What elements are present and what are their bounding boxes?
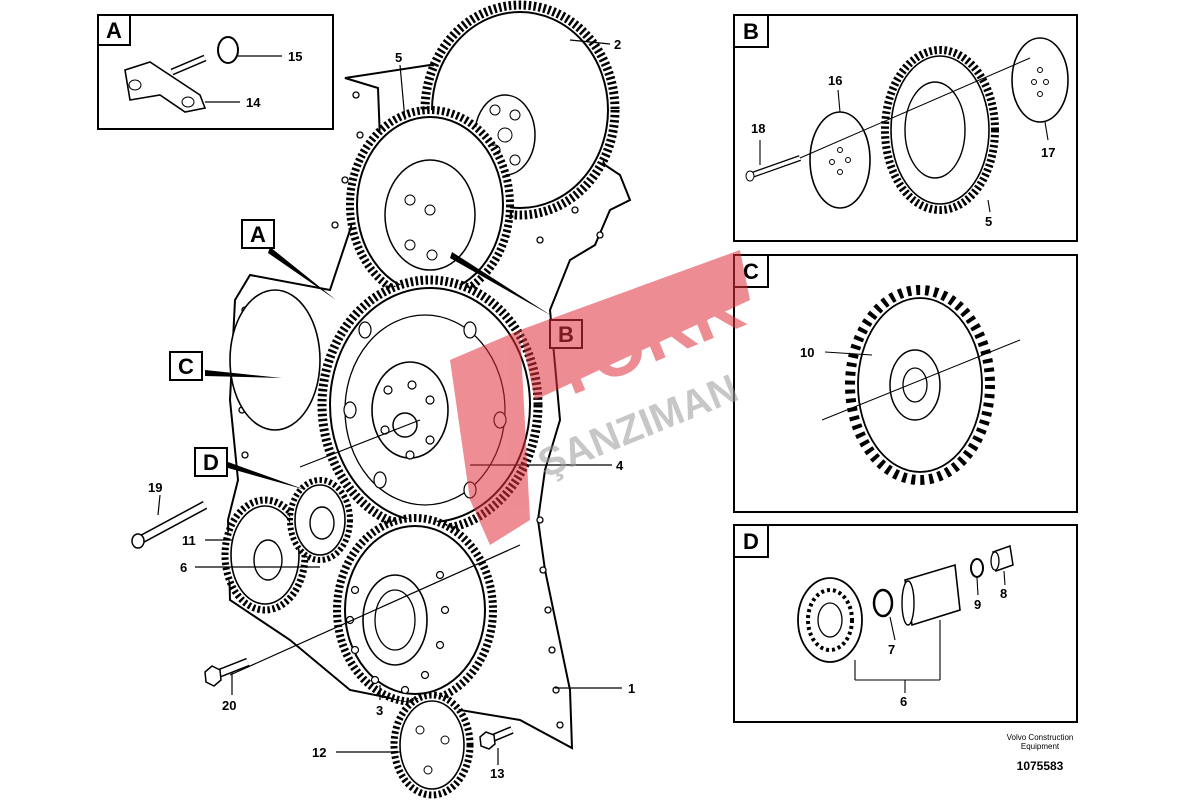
detail-box-d: D 7 6 9 8 <box>733 524 1078 723</box>
svg-text:15: 15 <box>288 49 302 64</box>
svg-text:C: C <box>178 354 194 379</box>
svg-text:D: D <box>203 450 219 475</box>
callout-20: 20 <box>222 698 236 713</box>
svg-text:16: 16 <box>828 73 842 88</box>
svg-text:14: 14 <box>246 95 261 110</box>
callout-2: 2 <box>614 37 621 52</box>
gear-part-3 <box>333 514 497 706</box>
publisher-line-2: Equipment <box>1020 742 1060 751</box>
main-label-d: D <box>194 447 228 477</box>
plate-part-17 <box>1011 37 1069 123</box>
callout-3: 3 <box>376 703 383 718</box>
gear-part-10 <box>845 285 995 485</box>
gear-part-11 <box>221 496 309 614</box>
ring-gear-part-5-detail <box>881 46 999 214</box>
gear-part-12 <box>390 691 474 799</box>
plate-part-16 <box>809 111 871 209</box>
plate-large-opening <box>229 289 321 431</box>
svg-text:18: 18 <box>751 121 765 136</box>
snap-ring-part-7 <box>872 588 894 618</box>
main-label-c: C <box>169 351 203 381</box>
publisher-line-1: Volvo Construction <box>1006 733 1074 742</box>
svg-text:6: 6 <box>900 694 907 709</box>
svg-text:8: 8 <box>1000 586 1007 601</box>
gear-part-4 <box>317 275 543 535</box>
document-number: 1075583 <box>1016 759 1064 773</box>
publisher-footer: Volvo Construction Equipment 1075583 <box>990 733 1090 773</box>
svg-text:B: B <box>743 19 759 44</box>
o-ring-part-15 <box>217 36 239 64</box>
svg-text:C: C <box>743 259 759 284</box>
main-label-a: A <box>241 219 275 249</box>
bolt-part-13 <box>479 726 514 750</box>
bushing-part-8 <box>990 544 1014 573</box>
callout-13: 13 <box>490 766 504 781</box>
callout-6: 6 <box>180 560 187 575</box>
detail-box-b: B 16 17 18 5 <box>733 14 1078 242</box>
callout-5: 5 <box>395 50 402 65</box>
callout-12: 12 <box>312 745 326 760</box>
bolt-part-19 <box>131 501 208 549</box>
svg-text:10: 10 <box>800 345 814 360</box>
callout-19: 19 <box>148 480 162 495</box>
sleeve-part-6 <box>901 563 961 627</box>
detail-box-c: C 10 <box>733 254 1078 513</box>
detail-pointers <box>205 247 552 490</box>
detail-box-a: A 15 14 <box>97 14 334 130</box>
callout-4: 4 <box>616 458 624 473</box>
sensor-bracket-part-14 <box>124 54 207 113</box>
callout-11: 11 <box>182 533 196 548</box>
callout-1: 1 <box>628 681 635 696</box>
svg-text:17: 17 <box>1041 145 1055 160</box>
svg-text:5: 5 <box>985 214 992 229</box>
svg-text:A: A <box>250 222 266 247</box>
bearing-part-6 <box>797 577 863 663</box>
bolt-part-20 <box>204 657 250 687</box>
svg-text:9: 9 <box>974 597 981 612</box>
svg-text:D: D <box>743 529 759 554</box>
bolt-part-18 <box>745 155 802 182</box>
gear-part-5 <box>346 106 514 304</box>
svg-text:7: 7 <box>888 642 895 657</box>
gear-part-6 <box>287 477 353 563</box>
svg-text:A: A <box>106 18 122 43</box>
washer-part-9 <box>970 558 984 578</box>
